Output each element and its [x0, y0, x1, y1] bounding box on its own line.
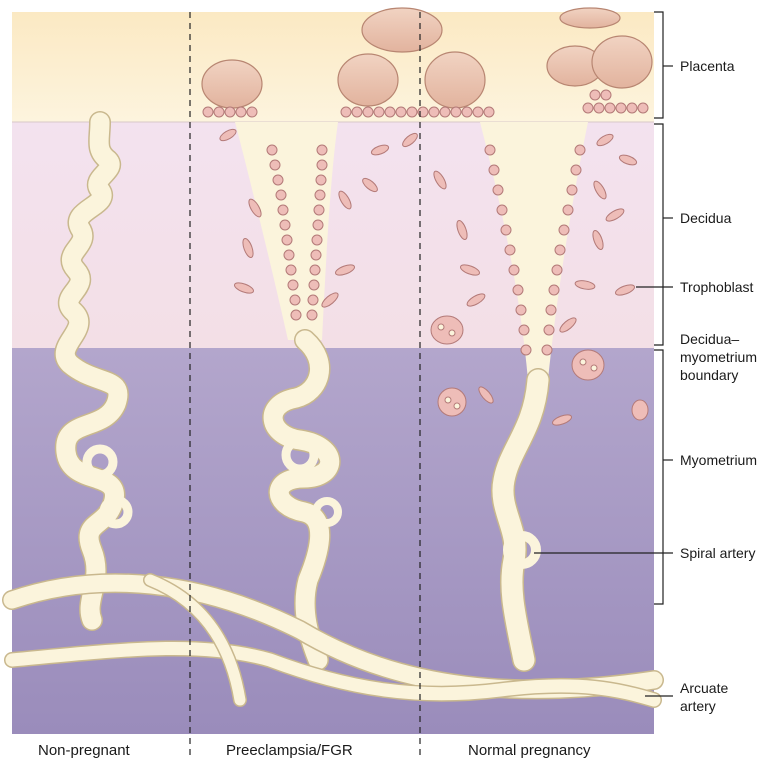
label-myometrium: Myometrium	[680, 452, 757, 468]
label-arcuate-line1: Arcuate	[680, 680, 728, 696]
caption-preeclampsia: Preeclampsia/FGR	[226, 742, 353, 759]
label-boundary-line3: boundary	[680, 367, 738, 383]
label-trophoblast: Trophoblast	[680, 279, 754, 295]
label-boundary-line1: Decidua–	[680, 331, 739, 347]
label-placenta: Placenta	[680, 58, 735, 74]
caption-non-pregnant: Non-pregnant	[38, 742, 131, 759]
label-boundary-line2: myometrium	[680, 349, 757, 365]
caption-normal-pregnancy: Normal pregnancy	[468, 742, 591, 759]
label-decidua: Decidua	[680, 210, 732, 226]
label-arcuate-line2: artery	[680, 698, 716, 714]
label-spiral-artery: Spiral artery	[680, 545, 755, 561]
